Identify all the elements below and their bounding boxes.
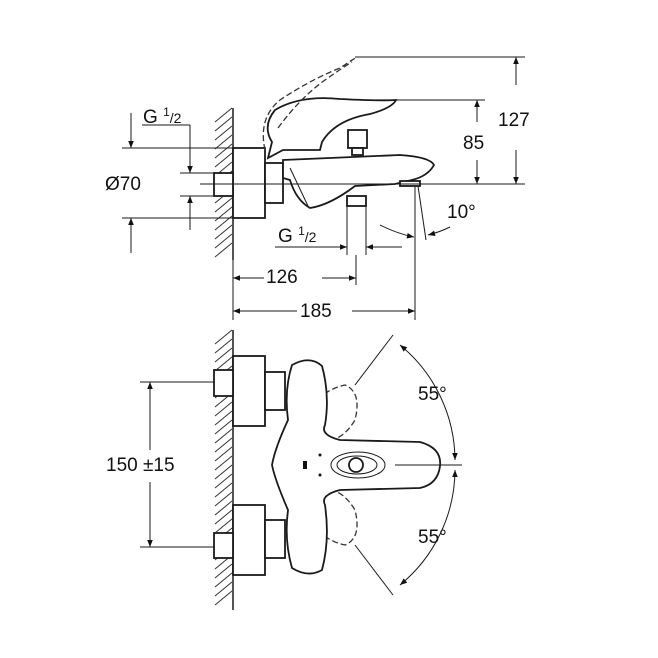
wall-hatch-line	[214, 224, 233, 240]
wall-hatch-line	[214, 590, 233, 606]
front-view-dimensions	[140, 334, 462, 596]
fraction-num: 1	[298, 224, 305, 238]
wall-hatch-line	[214, 428, 233, 444]
wall-hatch-line	[214, 242, 233, 258]
thread-letter: G	[143, 107, 158, 128]
fraction-den: /2	[304, 229, 317, 245]
wall-hatch-line	[214, 482, 233, 498]
wall-hatch-line	[214, 518, 233, 534]
wall-hatch-line	[214, 197, 233, 213]
side-view-faucet	[213, 56, 436, 219]
height-lever-label: 85	[463, 133, 485, 154]
front-view-faucet	[213, 355, 442, 576]
wall-hatch-line	[214, 206, 233, 222]
angle-up-label: 55°	[418, 384, 447, 405]
thread-size-bottom-label: G 1/2	[278, 225, 316, 246]
spout-angle-label: 10°	[447, 202, 476, 223]
wall-hatch-line	[214, 107, 233, 123]
thread-letter: G	[278, 226, 293, 247]
height-total-label: 127	[498, 110, 530, 131]
wall-hatch-line	[214, 464, 233, 480]
wall-hatch-line	[214, 401, 233, 417]
wall-hatch-line	[214, 125, 233, 141]
wall-hatch-line	[214, 410, 233, 426]
wall-hatch-line	[214, 572, 233, 588]
wall-hatch-line	[214, 419, 233, 435]
side-view-dimensions	[122, 56, 525, 320]
thread-size-top-label: G 1/2	[143, 106, 181, 127]
depth-outlet-label: 126	[266, 267, 298, 288]
inlet-spacing-label: 150 ±15	[106, 455, 175, 476]
wall-hatch-line	[214, 329, 233, 345]
diameter-label: Ø70	[105, 174, 141, 195]
wall-hatch-line	[214, 134, 233, 150]
wall-hatch-line	[214, 500, 233, 516]
wall-hatch-line	[214, 437, 233, 453]
fraction-den: /2	[169, 110, 182, 126]
wall-hatch-line	[214, 347, 233, 363]
wall-hatch-line	[214, 356, 233, 372]
wall-hatch-line	[214, 563, 233, 579]
wall-hatch-line	[214, 152, 233, 168]
wall-hatch-line	[214, 143, 233, 159]
wall-hatch-line	[214, 581, 233, 597]
wall-hatch-line	[214, 491, 233, 507]
wall-hatch-line	[214, 338, 233, 354]
wall-hatch-line	[214, 116, 233, 132]
wall-hatch-line	[214, 509, 233, 525]
wall-hatch-line	[214, 233, 233, 249]
wall-hatch-line	[214, 455, 233, 471]
angle-down-label: 55°	[418, 527, 447, 548]
wall-hatch-line	[214, 446, 233, 462]
fraction-num: 1	[163, 105, 170, 119]
wall-hatch-line	[214, 473, 233, 489]
depth-total-label: 185	[300, 301, 332, 322]
